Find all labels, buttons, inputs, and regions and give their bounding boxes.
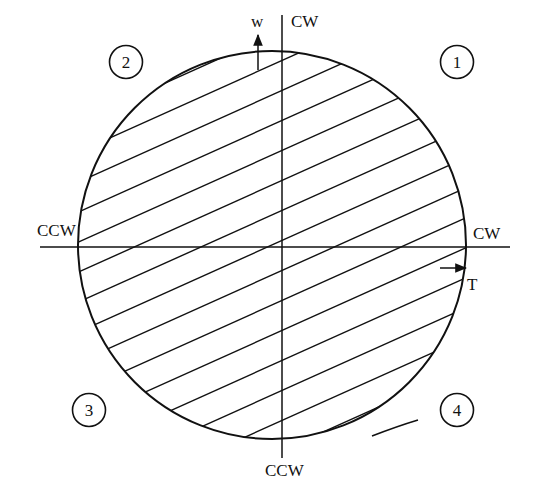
hatch-line bbox=[40, 138, 510, 350]
hatch-line bbox=[40, 0, 510, 169]
quadrant-number: 1 bbox=[453, 54, 462, 71]
hatch-line bbox=[40, 0, 510, 49]
torque-arrow bbox=[440, 267, 466, 269]
hatch-line bbox=[40, 348, 510, 486]
hatch-line bbox=[40, 48, 510, 260]
arc-mark bbox=[372, 420, 418, 436]
quadrant-circle: 4 bbox=[439, 392, 475, 428]
hatch-line bbox=[40, 228, 510, 440]
hatch-line bbox=[40, 258, 510, 470]
hatch-line bbox=[40, 0, 510, 19]
direction-label: CCW bbox=[264, 462, 305, 479]
hatch-line bbox=[40, 108, 510, 320]
operating-circle bbox=[78, 51, 466, 439]
hatch-line bbox=[40, 78, 510, 290]
quadrant-circle: 1 bbox=[439, 44, 475, 80]
hatch-line bbox=[40, 288, 510, 486]
torque-symbol: T bbox=[466, 276, 478, 293]
direction-label: CW bbox=[290, 13, 319, 30]
speed-axis bbox=[281, 15, 283, 458]
quadrant-number: 3 bbox=[85, 402, 94, 419]
hatch-line bbox=[40, 18, 510, 230]
hatch-line bbox=[40, 0, 510, 139]
hatch-line bbox=[40, 168, 510, 380]
quadrant-circle: 3 bbox=[71, 392, 107, 428]
direction-label: CW bbox=[472, 225, 501, 242]
quadrant-number: 2 bbox=[122, 54, 131, 71]
hatch-line bbox=[40, 408, 510, 486]
speed-symbol: w bbox=[250, 13, 264, 30]
quadrant-number: 4 bbox=[453, 402, 462, 419]
hatch-line bbox=[40, 438, 510, 486]
speed-arrow bbox=[257, 35, 259, 70]
hatching bbox=[40, 0, 510, 486]
hatch-line bbox=[40, 378, 510, 486]
quadrant-circle: 2 bbox=[108, 44, 144, 80]
hatch-line bbox=[40, 198, 510, 410]
hatch-line bbox=[40, 0, 510, 79]
torque-axis bbox=[40, 246, 510, 248]
direction-label: CCW bbox=[36, 222, 77, 239]
